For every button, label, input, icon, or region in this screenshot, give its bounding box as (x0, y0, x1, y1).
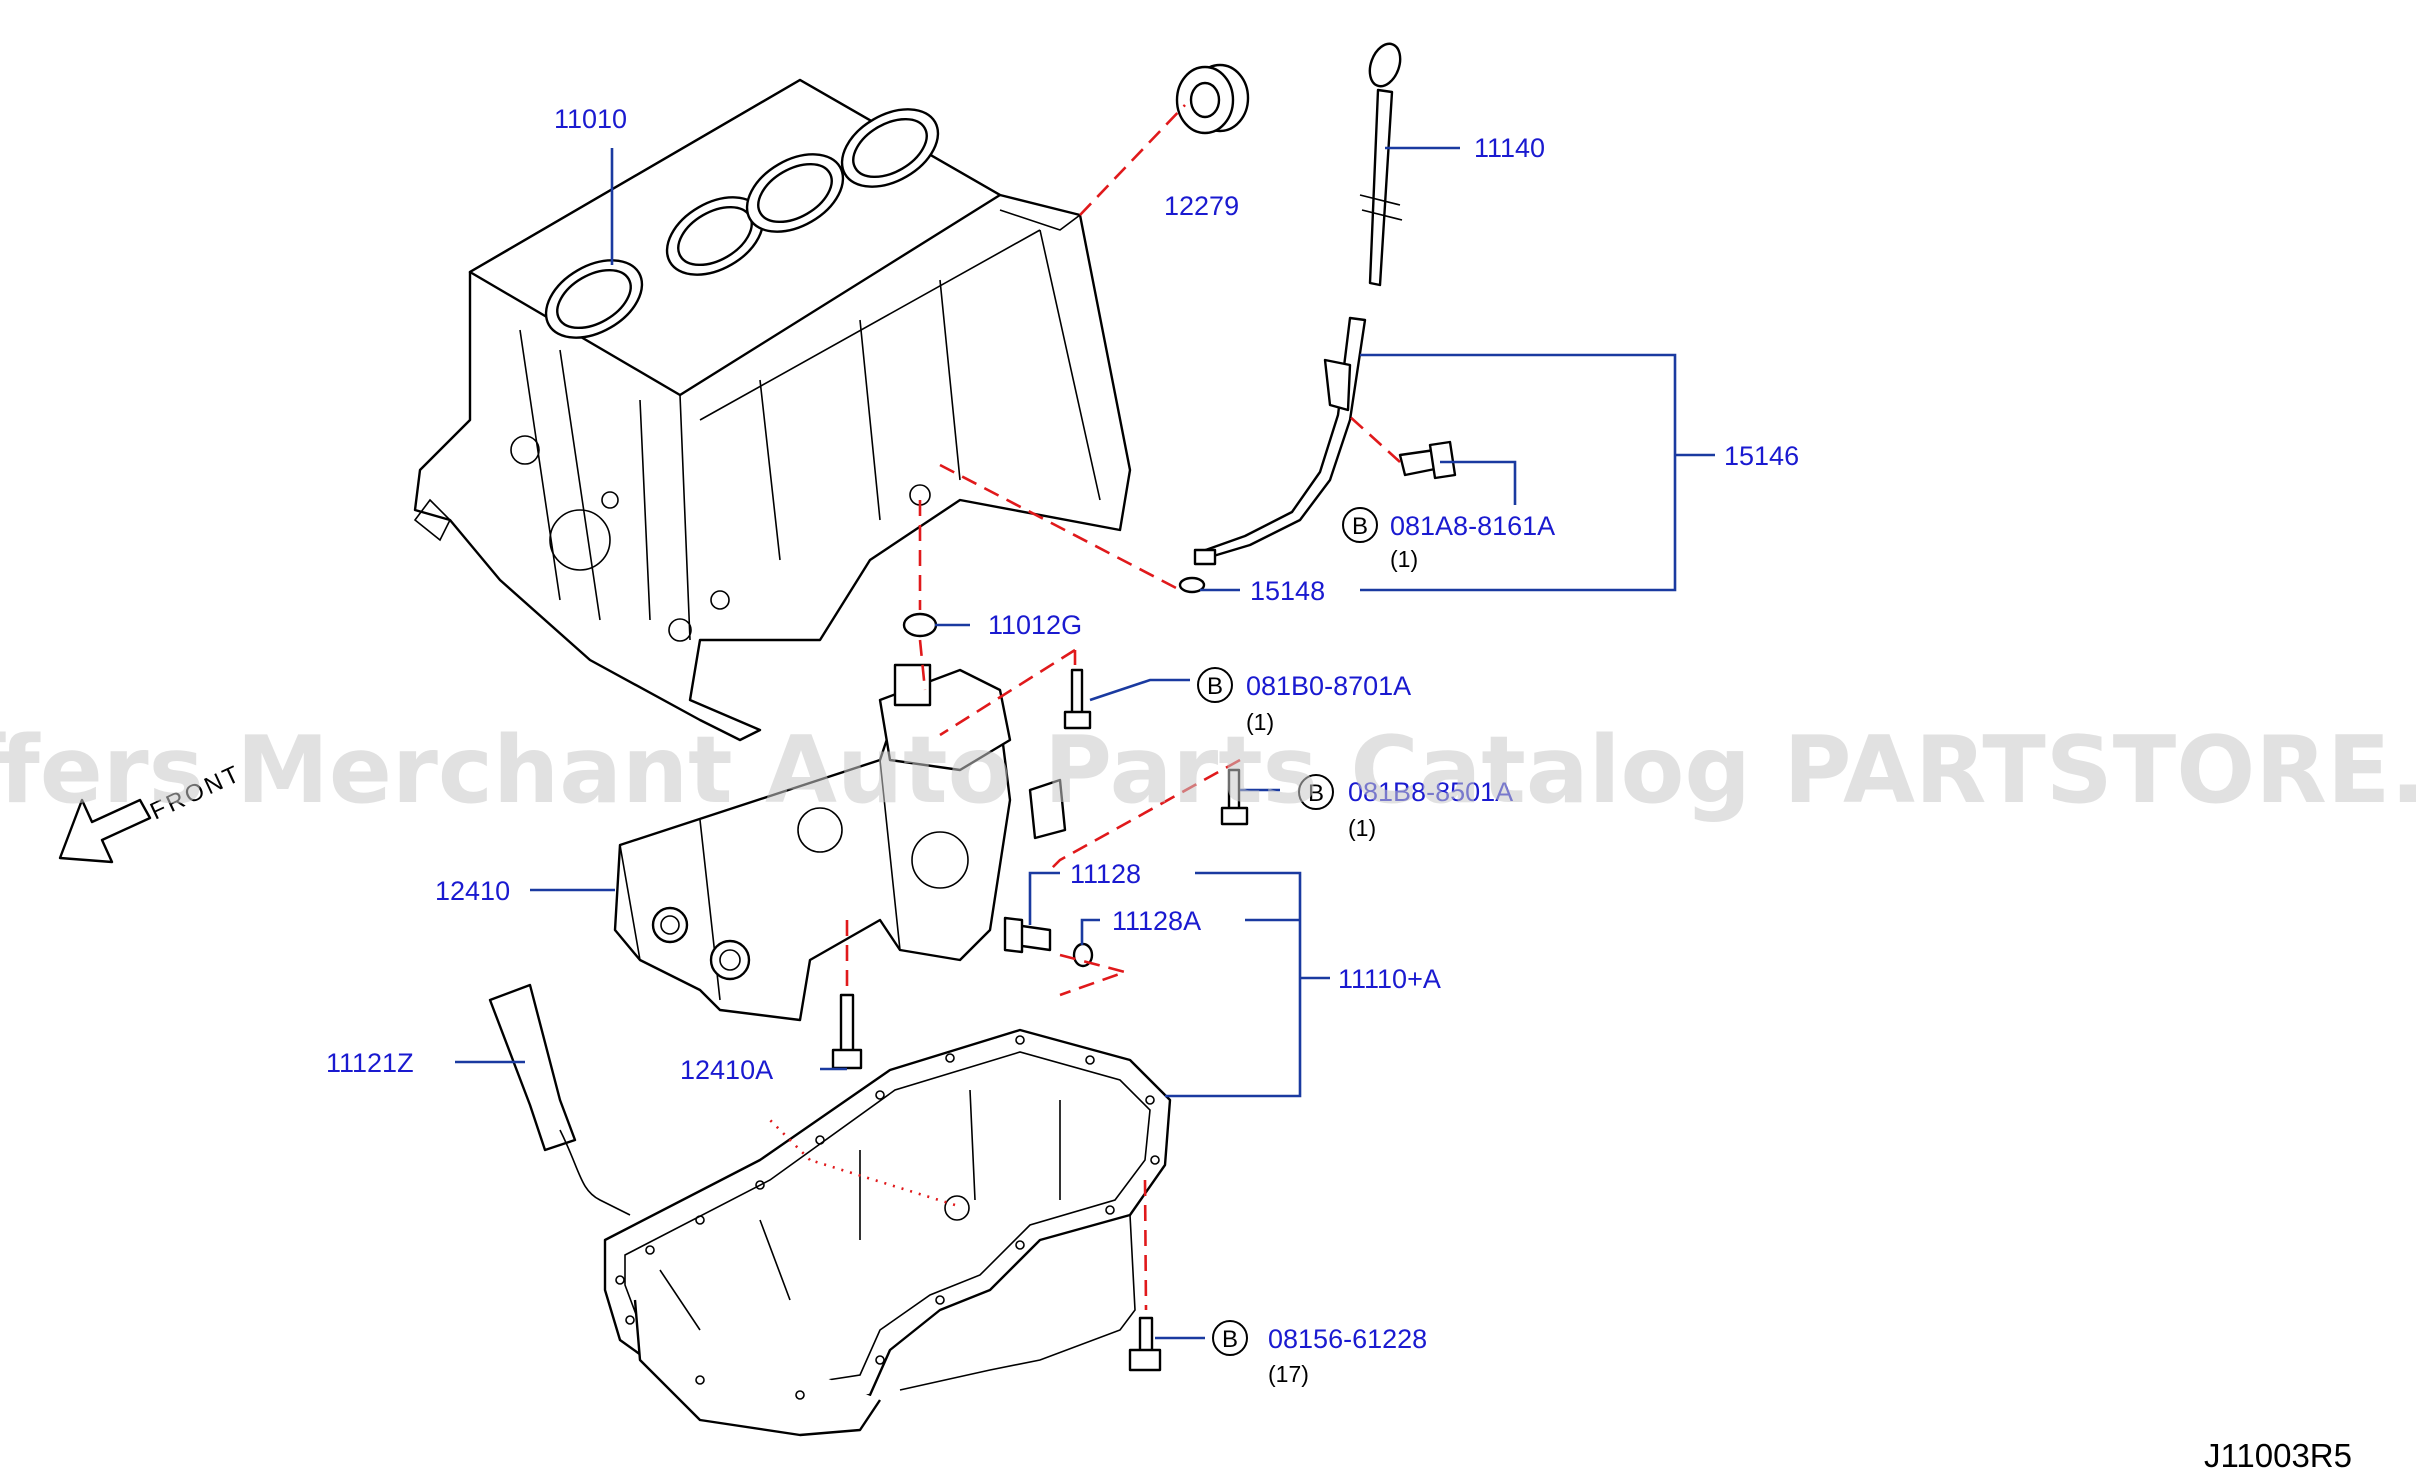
callout-labels: 11010 12279 11140 15146 081A8-8161A (1) … (326, 104, 1799, 1387)
assembly-lines (769, 104, 1401, 1311)
label-pump-bolt-2[interactable]: 081B8-8501A (1348, 777, 1513, 807)
guide-oring-drawing (1178, 576, 1206, 594)
balancer-unit-drawing (613, 663, 1067, 1022)
label-oil-pan-assy[interactable]: 11110+A (1338, 964, 1441, 994)
label-balancer-bolt[interactable]: 12410A (680, 1055, 773, 1085)
label-seal[interactable]: 12279 (1164, 191, 1239, 221)
bolt-marker-1 (1342, 507, 1378, 543)
cylinder-block-drawing (413, 78, 1132, 742)
label-drain-washer[interactable]: 11128A (1112, 906, 1201, 936)
label-dipstick[interactable]: 11140 (1474, 133, 1545, 163)
qty-pump-bolt-1: (1) (1246, 709, 1274, 735)
qty-pump-bolt-2: (1) (1348, 815, 1376, 841)
bolt-marker-1-label: B (1352, 513, 1368, 540)
pan-bolt-drawing (1128, 1316, 1162, 1372)
pump-bolt-2-drawing (1220, 768, 1249, 826)
oil-level-gauge-drawing (488, 983, 631, 1216)
label-balancer[interactable]: 12410 (435, 876, 510, 906)
label-guide-assy[interactable]: 15146 (1724, 441, 1799, 471)
label-pump-oring[interactable]: 11012G (988, 610, 1082, 640)
label-cylinder-block[interactable]: 11010 (554, 104, 627, 134)
guide-tube-drawing (1193, 316, 1367, 566)
front-arrow-icon (58, 798, 152, 864)
label-guide-bolt[interactable]: 081A8-8161A (1390, 511, 1555, 541)
label-oil-level-gauge[interactable]: 11121Z (326, 1048, 414, 1078)
bolt-marker-3-label: B (1308, 780, 1324, 807)
bolt-marker-2-label: B (1207, 673, 1223, 700)
label-pump-bolt-1[interactable]: 081B0-8701A (1246, 671, 1411, 701)
label-drain-plug[interactable]: 11128 (1070, 859, 1141, 889)
watermark: Offers Merchant Auto Parts Catalog PARTS… (0, 716, 2416, 824)
bolt-marker-3 (1298, 774, 1334, 810)
diagram-code: J11003R5 (2204, 1437, 2352, 1474)
bolt-marker-4-label: B (1222, 1326, 1238, 1353)
qty-guide-bolt: (1) (1390, 546, 1418, 572)
guide-bolt-drawing (1398, 440, 1457, 480)
leader-lines (455, 146, 1715, 1340)
oil-pan-drawing (603, 1028, 1172, 1437)
pump-bolt-1-drawing (1063, 668, 1092, 730)
qty-pan-bolt: (17) (1268, 1361, 1309, 1387)
seal-drawing (1175, 63, 1250, 135)
pump-oring-drawing (902, 612, 938, 638)
label-pan-bolt[interactable]: 08156-61228 (1268, 1324, 1427, 1354)
bolt-markers: B B B B (1197, 507, 1378, 1356)
label-guide-oring[interactable]: 15148 (1250, 576, 1325, 606)
drain-plug-drawing (1003, 916, 1052, 954)
bolt-marker-4 (1212, 1320, 1248, 1356)
bolt-marker-2 (1197, 667, 1233, 703)
dipstick-drawing (1359, 42, 1403, 287)
balancer-bolt-drawing (831, 993, 863, 1070)
